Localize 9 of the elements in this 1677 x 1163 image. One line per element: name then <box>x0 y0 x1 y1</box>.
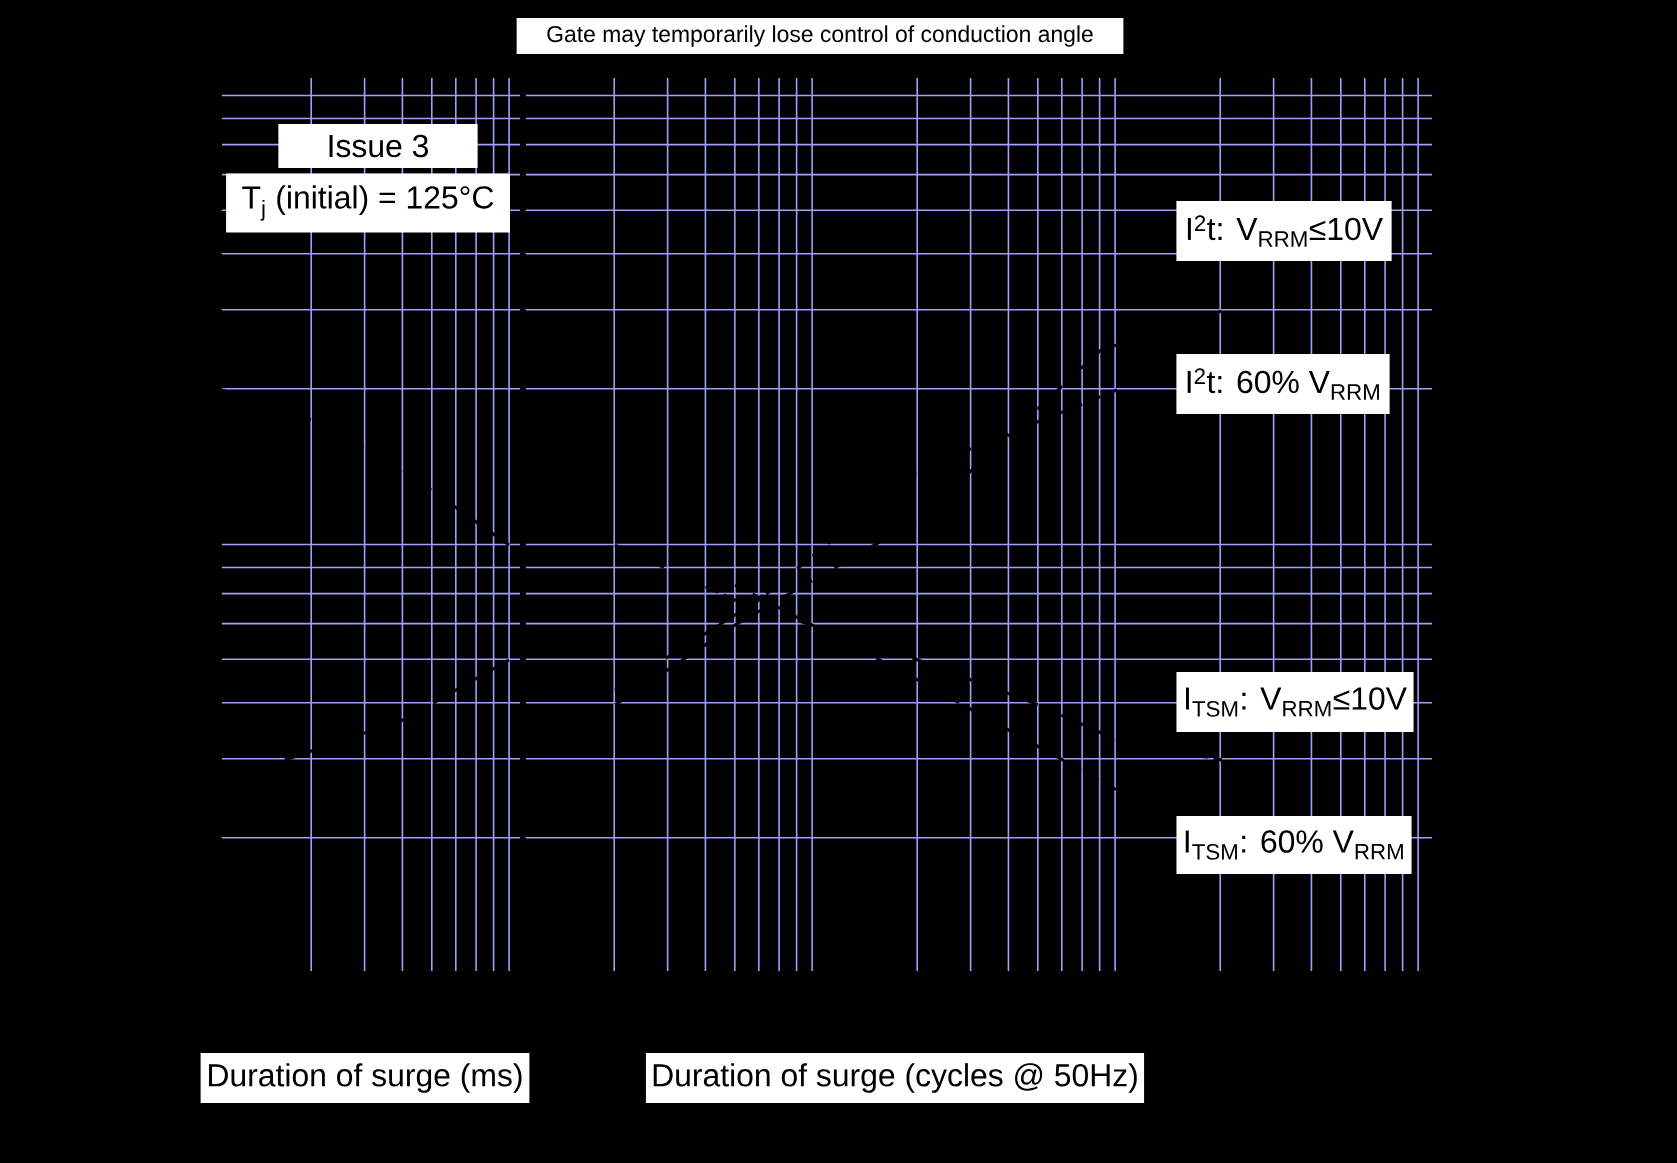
text-box: I$_{TSM}$: V$_{RRM}$≤10V <box>1176 672 1414 732</box>
text-box: I$_{TSM}$: 60% V$_{RRM}$ <box>1176 816 1412 874</box>
text-box: T$_{j}$ (initial) = 125°C <box>226 173 510 233</box>
text-box: Duration of surge (ms) <box>200 1053 530 1103</box>
text-box: I$^{2}$t: V$_{RRM}$≤10V <box>1176 201 1392 261</box>
text-box: I$^{2}$t: 60% V$_{RRM}$ <box>1176 354 1390 414</box>
text-box: Issue 3 <box>278 124 478 168</box>
text-box: Duration of surge (cycles @ 50Hz) <box>645 1053 1145 1103</box>
text-box: Gate may temporarily lose control of conduction angle <box>516 18 1124 54</box>
